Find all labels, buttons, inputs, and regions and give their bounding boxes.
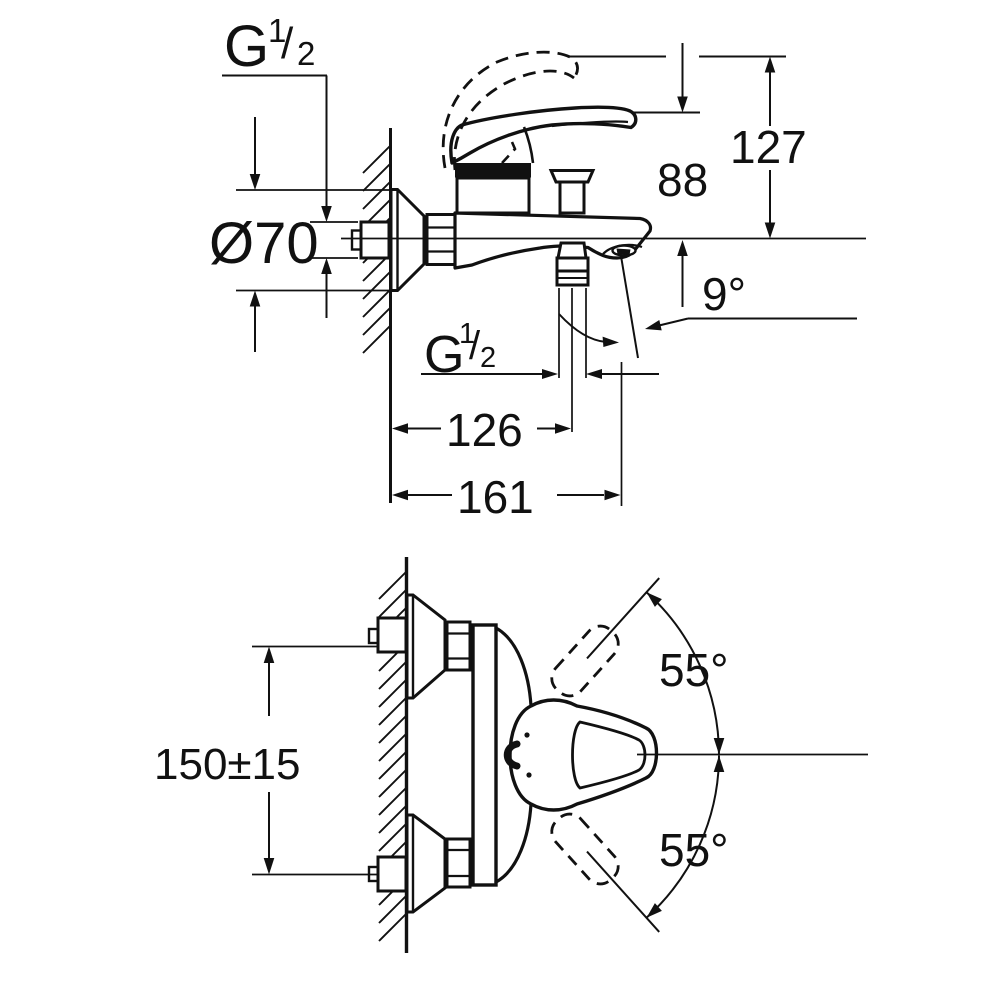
label-shower-thread-slash: /	[469, 324, 481, 368]
dome-crescent-mark	[503, 740, 521, 770]
cartridge-ring-band	[455, 163, 531, 178]
spout-aerator-slot	[616, 248, 631, 255]
label-raised-handle-height: 127	[730, 121, 807, 173]
extension-lines-side	[236, 55, 786, 506]
label-shower-projection: 126	[446, 404, 523, 456]
dome-dot-upper	[524, 732, 530, 738]
inlet-connection-upper	[367, 593, 472, 700]
dim-escutcheon-diameter: Ø70	[209, 117, 319, 352]
diverter-knob-stem	[558, 180, 586, 215]
body-shoulder-bottom	[494, 802, 533, 884]
inlet-square-nut	[359, 220, 391, 260]
union-nut-side	[425, 213, 458, 266]
handle-riser-line	[522, 126, 535, 164]
lever-handle-raised-detail	[501, 141, 517, 164]
handle-swung-upper	[550, 624, 620, 698]
dome-dot-lower	[526, 772, 532, 778]
label-swing-lower: 55°	[659, 824, 729, 876]
label-shower-thread-num: 1	[459, 318, 475, 350]
dim-inlet-thread: G 1 / 2	[222, 12, 332, 318]
diverter-knob-cap	[548, 169, 596, 184]
label-inlet-spacing: 150±15	[154, 740, 301, 789]
label-escutcheon-diameter: Ø70	[209, 211, 319, 276]
handle-grip-inner-contour	[571, 720, 647, 790]
side-view: G 1 / 2 Ø70 88 127	[209, 12, 866, 523]
dim-handle-height: 88	[657, 43, 708, 307]
lever-handle-side	[449, 105, 638, 165]
label-inlet-thread-G: G	[224, 14, 269, 79]
dim-shower-thread: G 1 / 2	[421, 318, 659, 384]
label-spout-projection: 161	[457, 471, 534, 523]
lever-handle-raised-outer	[441, 50, 579, 169]
label-inlet-thread-num: 1	[268, 12, 286, 49]
spout-body	[453, 211, 653, 270]
dim-handle-swing-upper: 55°	[586, 577, 729, 755]
shower-outlet-neck	[556, 241, 588, 260]
dim-raised-handle-height: 127	[730, 56, 807, 239]
dim-handle-swing-lower: 55°	[586, 755, 729, 933]
dim-spout-angle: 9°	[558, 249, 857, 359]
label-spout-angle: 9°	[702, 268, 746, 320]
label-shower-thread-den: 2	[480, 342, 496, 374]
lever-handle-raised-inner	[453, 69, 575, 171]
plan-view: 55° 55° 150±15	[154, 557, 868, 953]
handle-grip-inner-line	[551, 120, 629, 128]
handle-swung-lower	[550, 812, 620, 886]
escutcheon-side	[389, 188, 426, 292]
body-base-plate	[471, 623, 498, 887]
label-shower-thread-G: G	[424, 326, 464, 384]
dim-shower-projection: 126	[392, 404, 571, 456]
label-inlet-thread-den: 2	[297, 35, 315, 72]
label-handle-height: 88	[657, 154, 708, 206]
dim-spout-projection: 161	[392, 471, 621, 523]
dim-inlet-spacing: 150±15	[154, 645, 377, 876]
label-swing-upper: 55°	[659, 644, 729, 696]
body-shoulder-top	[494, 626, 533, 708]
label-inlet-thread-slash: /	[281, 19, 294, 68]
cartridge-housing	[455, 176, 531, 215]
shower-outlet-body	[555, 256, 590, 273]
inlet-connection-lower	[367, 813, 472, 914]
